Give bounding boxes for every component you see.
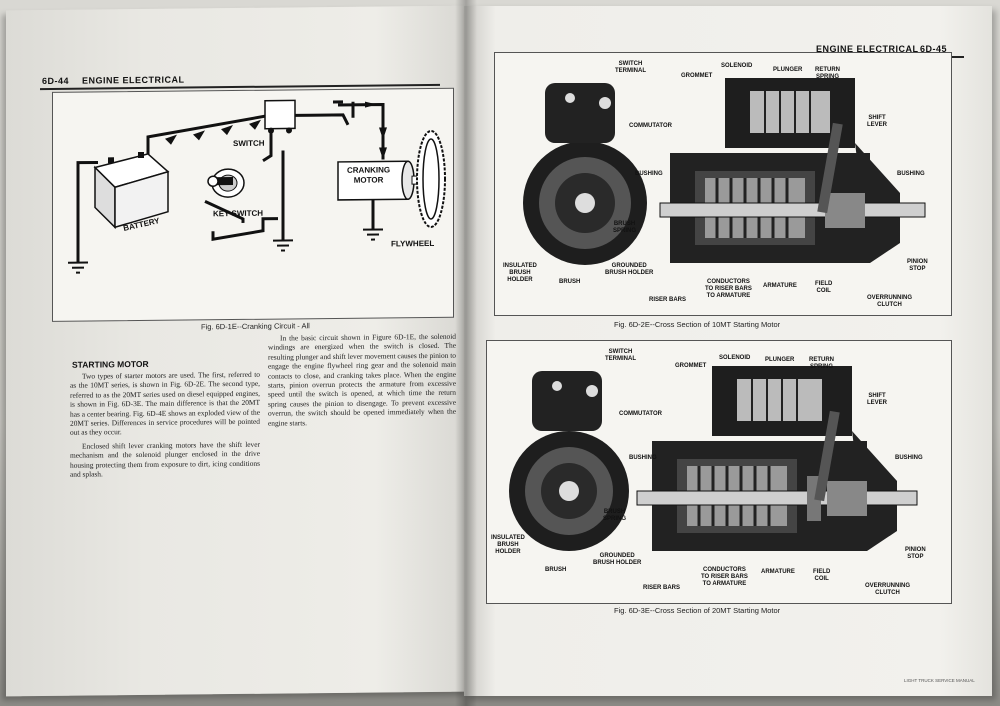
left-column-text: Two types of starter motors are used. Th… (70, 370, 260, 483)
starter-body (509, 366, 918, 551)
label-switch: SWITCH (233, 138, 265, 149)
battery-icon (93, 151, 170, 230)
label-shift-lever: SHIFT LEVER (867, 393, 888, 406)
starting-motor-heading: STARTING MOTOR (72, 358, 149, 370)
label-brush: BRUSH (559, 279, 581, 285)
label-field-coil: FIELD COIL (815, 281, 833, 294)
figure3-caption: Fig. 6D-3E--Cross Section of 20MT Starti… (614, 606, 781, 615)
label-grounded-brush-holder: GROUNDED BRUSH HOLDER (605, 263, 654, 276)
label-bushing-right: BUSHING (897, 171, 925, 177)
right-section-title: ENGINE ELECTRICAL (816, 44, 919, 54)
left-page: 6D-44 ENGINE ELECTRICAL (6, 5, 468, 697)
label-plunger: PLUNGER (773, 67, 803, 73)
figure-cranking-circuit: SWITCH BATTERY KEY SWITCH CRANKING MOTOR… (52, 87, 454, 322)
figure-20mt-cross-section: SWITCH TERMINAL GROMMET SOLENOID PLUNGER… (486, 340, 952, 604)
book-gutter (455, 0, 477, 706)
right-page-number: 6D-45 (920, 44, 948, 54)
cranking-circuit-diagram (68, 99, 446, 274)
label-grommet: GROMMET (675, 363, 707, 369)
label-return-spring: RETURN SPRING (809, 357, 834, 370)
label-pinion-stop: PINION STOP (907, 259, 928, 272)
right-page: ENGINE ELECTRICAL 6D-45 (464, 6, 992, 696)
label-brush-spring: BRUSH SPRING (613, 221, 637, 234)
label-bushing-left: BUSHING (629, 455, 657, 461)
figure2-caption: Fig. 6D-2E--Cross Section of 10MT Starti… (614, 320, 781, 329)
label-flywheel: FLYWHEEL (391, 238, 435, 249)
label-overrunning-clutch: OVERRUNNING CLUTCH (867, 295, 913, 308)
label-grommet: GROMMET (681, 73, 713, 79)
paragraph: In the basic circuit shown in Figure 6D-… (268, 331, 456, 428)
label-cranking-motor: CRANKING MOTOR (347, 165, 391, 185)
label-insulated-brush-holder: INSULATED BRUSH HOLDER (503, 263, 537, 283)
label-shift-lever: SHIFT LEVER (867, 115, 888, 128)
switch-icon (264, 99, 296, 134)
label-overrunning-clutch: OVERRUNNING CLUTCH (865, 583, 911, 596)
starter-20mt-diagram (509, 366, 918, 551)
label-riser-bars: RISER BARS (643, 585, 681, 591)
left-section-title: ENGINE ELECTRICAL (82, 74, 185, 86)
paragraph: Enclosed shift lever cranking motors hav… (70, 439, 260, 479)
figure-10mt-cross-section: SWITCH TERMINAL GROMMET SOLENOID PLUNGER… (494, 52, 952, 316)
starter-10mt-diagram (523, 78, 926, 265)
left-page-number: 6D-44 (42, 75, 70, 87)
ground-symbols (68, 228, 383, 274)
key-switch-icon (207, 168, 245, 198)
label-key-switch: KEY SWITCH (213, 208, 264, 219)
label-conductors: CONDUCTORS TO RISER BARS TO ARMATURE (701, 567, 748, 587)
label-return-spring: RETURN SPRING (815, 67, 840, 80)
label-solenoid: SOLENOID (721, 63, 753, 69)
label-switch-terminal: SWITCH TERMINAL (605, 349, 636, 362)
paragraph: Two types of starter motors are used. Th… (70, 369, 260, 438)
label-armature: ARMATURE (763, 283, 797, 289)
footer-manual-title: LIGHT TRUCK SERVICE MANUAL (904, 678, 975, 683)
label-commutator: COMMUTATOR (619, 411, 662, 417)
label-pinion-stop: PINION STOP (905, 547, 926, 560)
label-armature: ARMATURE (761, 569, 795, 575)
label-plunger: PLUNGER (765, 357, 795, 363)
label-brush: BRUSH (545, 567, 567, 573)
wire-switch-to-motor (338, 102, 385, 160)
flywheel-icon (416, 129, 446, 228)
starter-body (523, 78, 926, 265)
label-insulated-brush-holder: INSULATED BRUSH HOLDER (491, 535, 525, 555)
label-brush-spring: BRUSH SPRING (603, 509, 627, 522)
label-commutator: COMMUTATOR (629, 123, 672, 129)
label-conductors: CONDUCTORS TO RISER BARS TO ARMATURE (705, 279, 752, 299)
label-solenoid: SOLENOID (719, 355, 751, 361)
cranking-motor-icon (337, 160, 425, 201)
label-bushing-left: BUSHING (635, 171, 663, 177)
figure1-caption: Fig. 6D-1E--Cranking Circuit - All (201, 321, 310, 332)
wire-battery-ground (76, 160, 98, 263)
label-riser-bars: RISER BARS (649, 297, 687, 303)
label-bushing-right: BUSHING (895, 455, 923, 461)
label-field-coil: FIELD COIL (813, 569, 831, 582)
label-switch-terminal: SWITCH TERMINAL (615, 61, 646, 74)
right-column-text: In the basic circuit shown in Figure 6D-… (268, 332, 456, 432)
label-grounded-brush-holder: GROUNDED BRUSH HOLDER (593, 553, 642, 566)
